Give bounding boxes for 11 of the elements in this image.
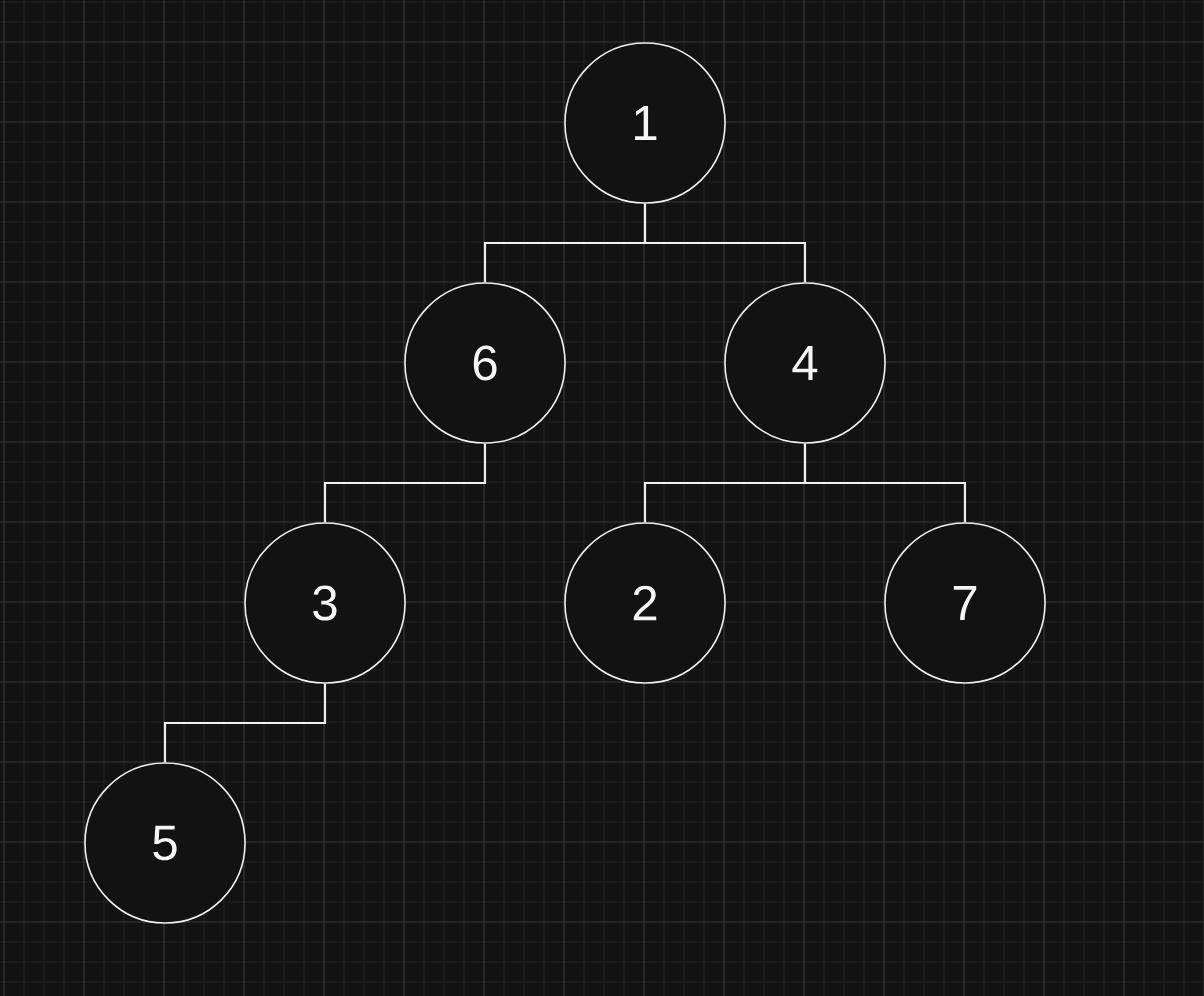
connector xyxy=(163,683,327,763)
circle-node: 6 xyxy=(404,282,566,444)
connector xyxy=(323,443,487,523)
circle-node: 3 xyxy=(244,522,406,684)
connector xyxy=(803,443,967,523)
circle-node: 7 xyxy=(884,522,1046,684)
circle-node: 4 xyxy=(724,282,886,444)
circle-node: 5 xyxy=(84,762,246,924)
circle-node: 1 xyxy=(564,42,726,204)
connector xyxy=(643,203,807,283)
circle-node: 2 xyxy=(564,522,726,684)
